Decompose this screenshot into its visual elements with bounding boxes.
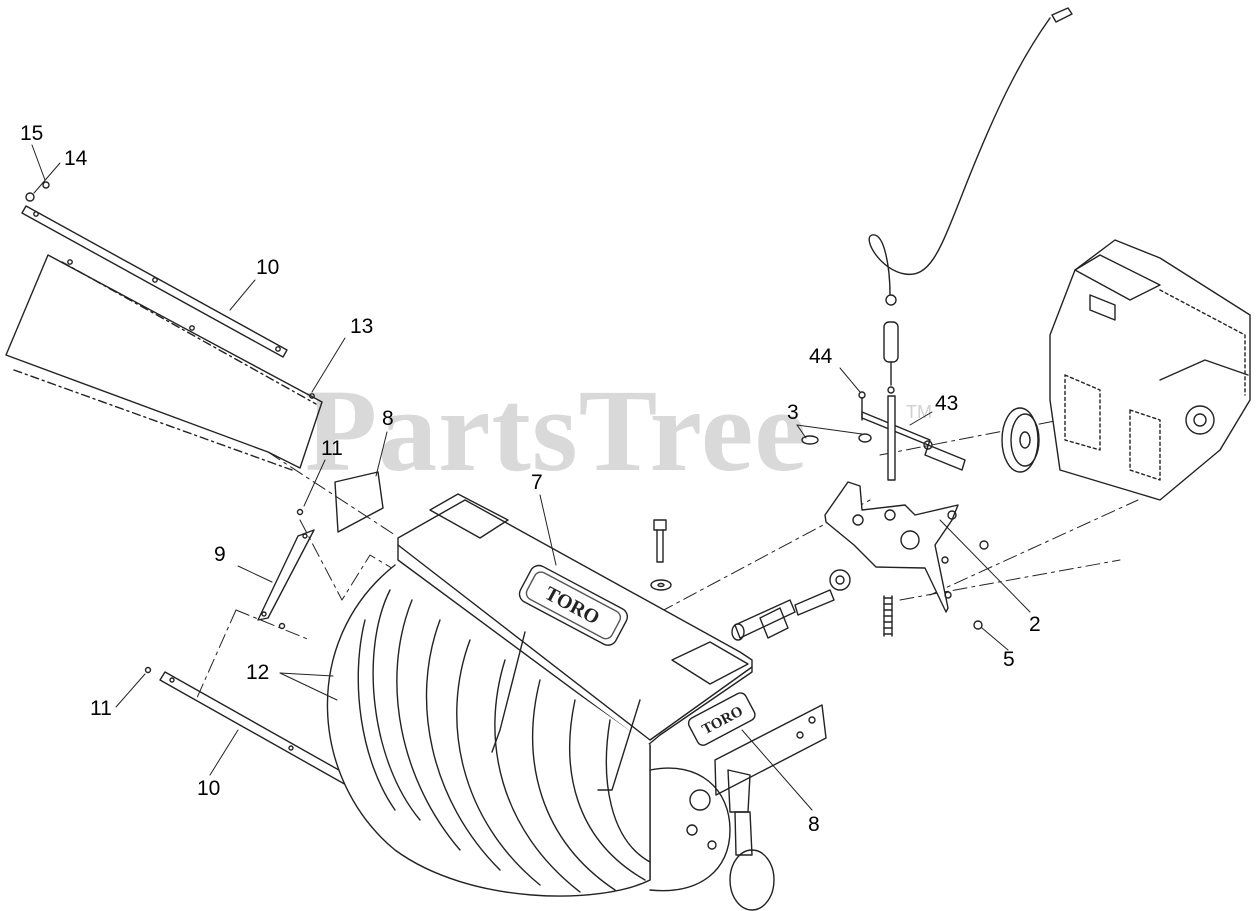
control-cable-part [868, 7, 1073, 481]
callout-43: 43 [935, 392, 959, 415]
spring-part [883, 595, 893, 637]
callout-10-lower: 10 [197, 777, 221, 800]
brush-drum-part [326, 564, 651, 897]
callout-14: 14 [64, 147, 88, 170]
callout-11-upper: 11 [321, 437, 343, 460]
pin-3-b-part [858, 433, 872, 443]
bracket-9-part [257, 529, 315, 621]
caster-wheel-part [727, 769, 775, 911]
callout-5: 5 [1003, 648, 1015, 671]
decal-8-left-part [334, 471, 384, 533]
strip-10-upper-part [21, 205, 288, 358]
callout-8-right: 8 [808, 813, 820, 836]
bolt-washer-center-part [650, 519, 672, 591]
bolt-44-part [858, 391, 866, 421]
watermark-text: PartsTree [305, 365, 808, 496]
bracket-2-part [824, 481, 959, 613]
bolt-small-part [979, 540, 989, 550]
bolt-15-part [42, 181, 50, 189]
bolt-5-part [973, 620, 983, 630]
side-bracket-part [714, 704, 827, 796]
callout-10-upper: 10 [256, 256, 280, 279]
pin-11-upper-part [296, 508, 304, 516]
callout-2: 2 [1029, 613, 1041, 636]
end-plate-part [649, 767, 731, 892]
callout-9: 9 [214, 543, 226, 566]
callout-3: 3 [787, 401, 799, 424]
watermark-trademark: TM [906, 402, 932, 422]
callout-15: 15 [20, 122, 44, 145]
pin-11-lower-part [144, 666, 152, 674]
callout-11-lower: 11 [90, 697, 112, 720]
callout-12: 12 [246, 661, 270, 684]
pin-3-a-part [801, 435, 819, 445]
tractor-housing-part [1049, 239, 1251, 501]
plate-43-part [861, 411, 966, 471]
flap-13-part [5, 254, 323, 471]
callout-leader-lines [31, 144, 1031, 811]
washer-14-part [25, 192, 35, 202]
callout-44: 44 [809, 345, 833, 368]
bolt-12-a-part [278, 622, 286, 630]
callout-13: 13 [350, 315, 374, 338]
callout-8-left: 8 [382, 407, 394, 430]
pulley-part [1001, 407, 1040, 473]
callout-7: 7 [531, 471, 543, 494]
driveshaft-part [731, 569, 851, 641]
